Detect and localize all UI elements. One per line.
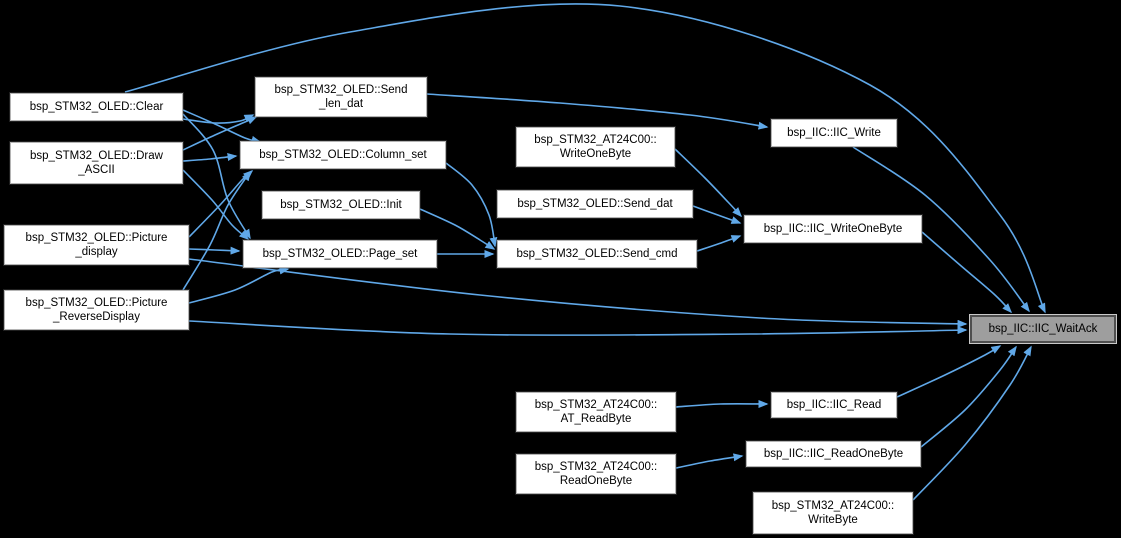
graph-node-label: bsp_IIC::IIC_Read bbox=[786, 399, 882, 411]
graph-node-label: bsp_STM32_OLED::Picture bbox=[25, 232, 168, 244]
graph-node-label: bsp_STM32_OLED::Send_cmd bbox=[516, 248, 678, 260]
graph-node-label: AT_ReadByte bbox=[560, 413, 632, 425]
graph-node-label: WriteOneByte bbox=[559, 148, 632, 160]
graph-node-column_set[interactable]: bsp_STM32_OLED::Column_set bbox=[240, 141, 446, 169]
graph-node-at_readbyte[interactable]: bsp_STM32_AT24C00::AT_ReadByte bbox=[516, 392, 676, 432]
edge-send_cmd-to-iic_writeonebyte bbox=[696, 235, 742, 252]
graph-node-iic_readonebyte[interactable]: bsp_IIC::IIC_ReadOneByte bbox=[746, 441, 921, 467]
graph-node-label: bsp_STM32_OLED::Column_set bbox=[259, 149, 427, 161]
edge-send_len_dat-to-iic_write bbox=[426, 93, 769, 130]
edge-picture_reverse-to-page_set bbox=[188, 266, 290, 304]
edge-iic_read-to-waitack bbox=[896, 345, 1002, 398]
graph-node-label: bsp_STM32_OLED::Clear bbox=[29, 101, 164, 113]
edge-clear-to-page_set bbox=[182, 113, 251, 240]
edge-picture_reverse-to-column_set bbox=[182, 170, 251, 291]
edge-readonebyte-to-iic_readonebyte bbox=[675, 453, 744, 469]
graph-node-at24_writebyte[interactable]: bsp_STM32_AT24C00::WriteByte bbox=[753, 492, 913, 534]
graph-node-draw_ascii[interactable]: bsp_STM32_OLED::Draw_ASCII bbox=[10, 142, 183, 184]
graph-node-at24_writeonebyte[interactable]: bsp_STM32_AT24C00::WriteOneByte bbox=[516, 127, 675, 167]
edge-iic_write-to-waitack bbox=[852, 146, 1030, 313]
graph-node-label: ReadOneByte bbox=[559, 475, 633, 487]
graph-node-picture_display[interactable]: bsp_STM32_OLED::Picture_display bbox=[4, 225, 189, 265]
graph-node-label: _ReverseDisplay bbox=[53, 311, 140, 323]
graph-node-label: bsp_IIC::IIC_ReadOneByte bbox=[763, 448, 904, 460]
graph-node-label: bsp_STM32_AT24C00:: bbox=[771, 500, 895, 512]
graph-node-label: bsp_STM32_OLED::Draw bbox=[30, 150, 163, 162]
edge-send_dat-to-iic_writeonebyte bbox=[692, 205, 742, 224]
graph-node-iic_writeonebyte[interactable]: bsp_IIC::IIC_WriteOneByte bbox=[744, 215, 922, 243]
edge-picture_display-to-page_set bbox=[188, 246, 241, 255]
edge-clear-to-waitack bbox=[124, 3, 1046, 314]
graph-node-label: bsp_STM32_OLED::Send bbox=[274, 84, 408, 96]
edge-iic_writeonebyte-to-waitack bbox=[921, 231, 1013, 314]
edge-column_set-to-send_cmd bbox=[445, 162, 498, 248]
edge-iic_readonebyte-to-waitack bbox=[920, 345, 1017, 448]
edge-picture_display-to-waitack bbox=[188, 258, 968, 328]
graph-node-label: bsp_STM32_AT24C00:: bbox=[534, 134, 657, 146]
edge-at24_writebyte-to-waitack bbox=[912, 345, 1032, 501]
graph-node-init[interactable]: bsp_STM32_OLED::Init bbox=[262, 191, 420, 219]
graph-node-send_cmd[interactable]: bsp_STM32_OLED::Send_cmd bbox=[497, 240, 697, 268]
graph-node-label: _ASCII bbox=[78, 164, 115, 176]
edge-clear-to-column_set bbox=[182, 109, 262, 144]
edge-init-to-send_cmd bbox=[419, 208, 496, 250]
edge-at_readbyte-to-iic_read bbox=[675, 399, 769, 408]
graph-node-label: WriteByte bbox=[808, 514, 858, 526]
graph-node-iic_write[interactable]: bsp_IIC::IIC_Write bbox=[771, 119, 897, 147]
edge-clear-to-send_len_dat bbox=[182, 114, 255, 124]
graph-node-label: bsp_STM32_OLED::Init bbox=[280, 199, 402, 211]
edge-draw_ascii-to-page_set bbox=[182, 169, 250, 240]
edge-at24_writeonebyte-to-iic_writeonebyte bbox=[674, 148, 743, 218]
graph-node-send_len_dat[interactable]: bsp_STM32_OLED::Send_len_dat bbox=[255, 77, 427, 117]
graph-node-waitack: bsp_IIC::IIC_WaitAck bbox=[970, 315, 1116, 343]
edge-draw_ascii-to-column_set bbox=[182, 153, 238, 162]
graph-node-picture_reverse[interactable]: bsp_STM32_OLED::Picture_ReverseDisplay bbox=[4, 290, 189, 330]
graph-node-label: _display bbox=[75, 246, 118, 258]
graph-node-label: bsp_STM32_AT24C00:: bbox=[534, 461, 658, 473]
graph-node-clear[interactable]: bsp_STM32_OLED::Clear bbox=[10, 93, 183, 121]
graph-node-label: bsp_STM32_OLED::Page_set bbox=[262, 248, 418, 260]
graph-node-label: bsp_STM32_OLED::Picture bbox=[25, 297, 168, 309]
graph-node-label: bsp_STM32_OLED::Send_dat bbox=[517, 198, 673, 210]
graph-node-label: _len_dat bbox=[318, 98, 364, 110]
graph-node-label: bsp_IIC::IIC_Write bbox=[787, 127, 881, 139]
graph-node-label: bsp_IIC::IIC_WaitAck bbox=[988, 323, 1098, 335]
graph-node-page_set[interactable]: bsp_STM32_OLED::Page_set bbox=[243, 240, 437, 268]
graph-node-label: bsp_STM32_AT24C00:: bbox=[534, 399, 658, 411]
graph-node-iic_read[interactable]: bsp_IIC::IIC_Read bbox=[771, 392, 897, 418]
graph-node-send_dat[interactable]: bsp_STM32_OLED::Send_dat bbox=[497, 190, 693, 218]
edge-draw_ascii-to-send_len_dat bbox=[182, 116, 258, 151]
edge-picture_reverse-to-waitack bbox=[188, 320, 968, 336]
graph-node-readonebyte[interactable]: bsp_STM32_AT24C00::ReadOneByte bbox=[516, 454, 676, 494]
graph-node-label: bsp_IIC::IIC_WriteOneByte bbox=[763, 223, 903, 235]
